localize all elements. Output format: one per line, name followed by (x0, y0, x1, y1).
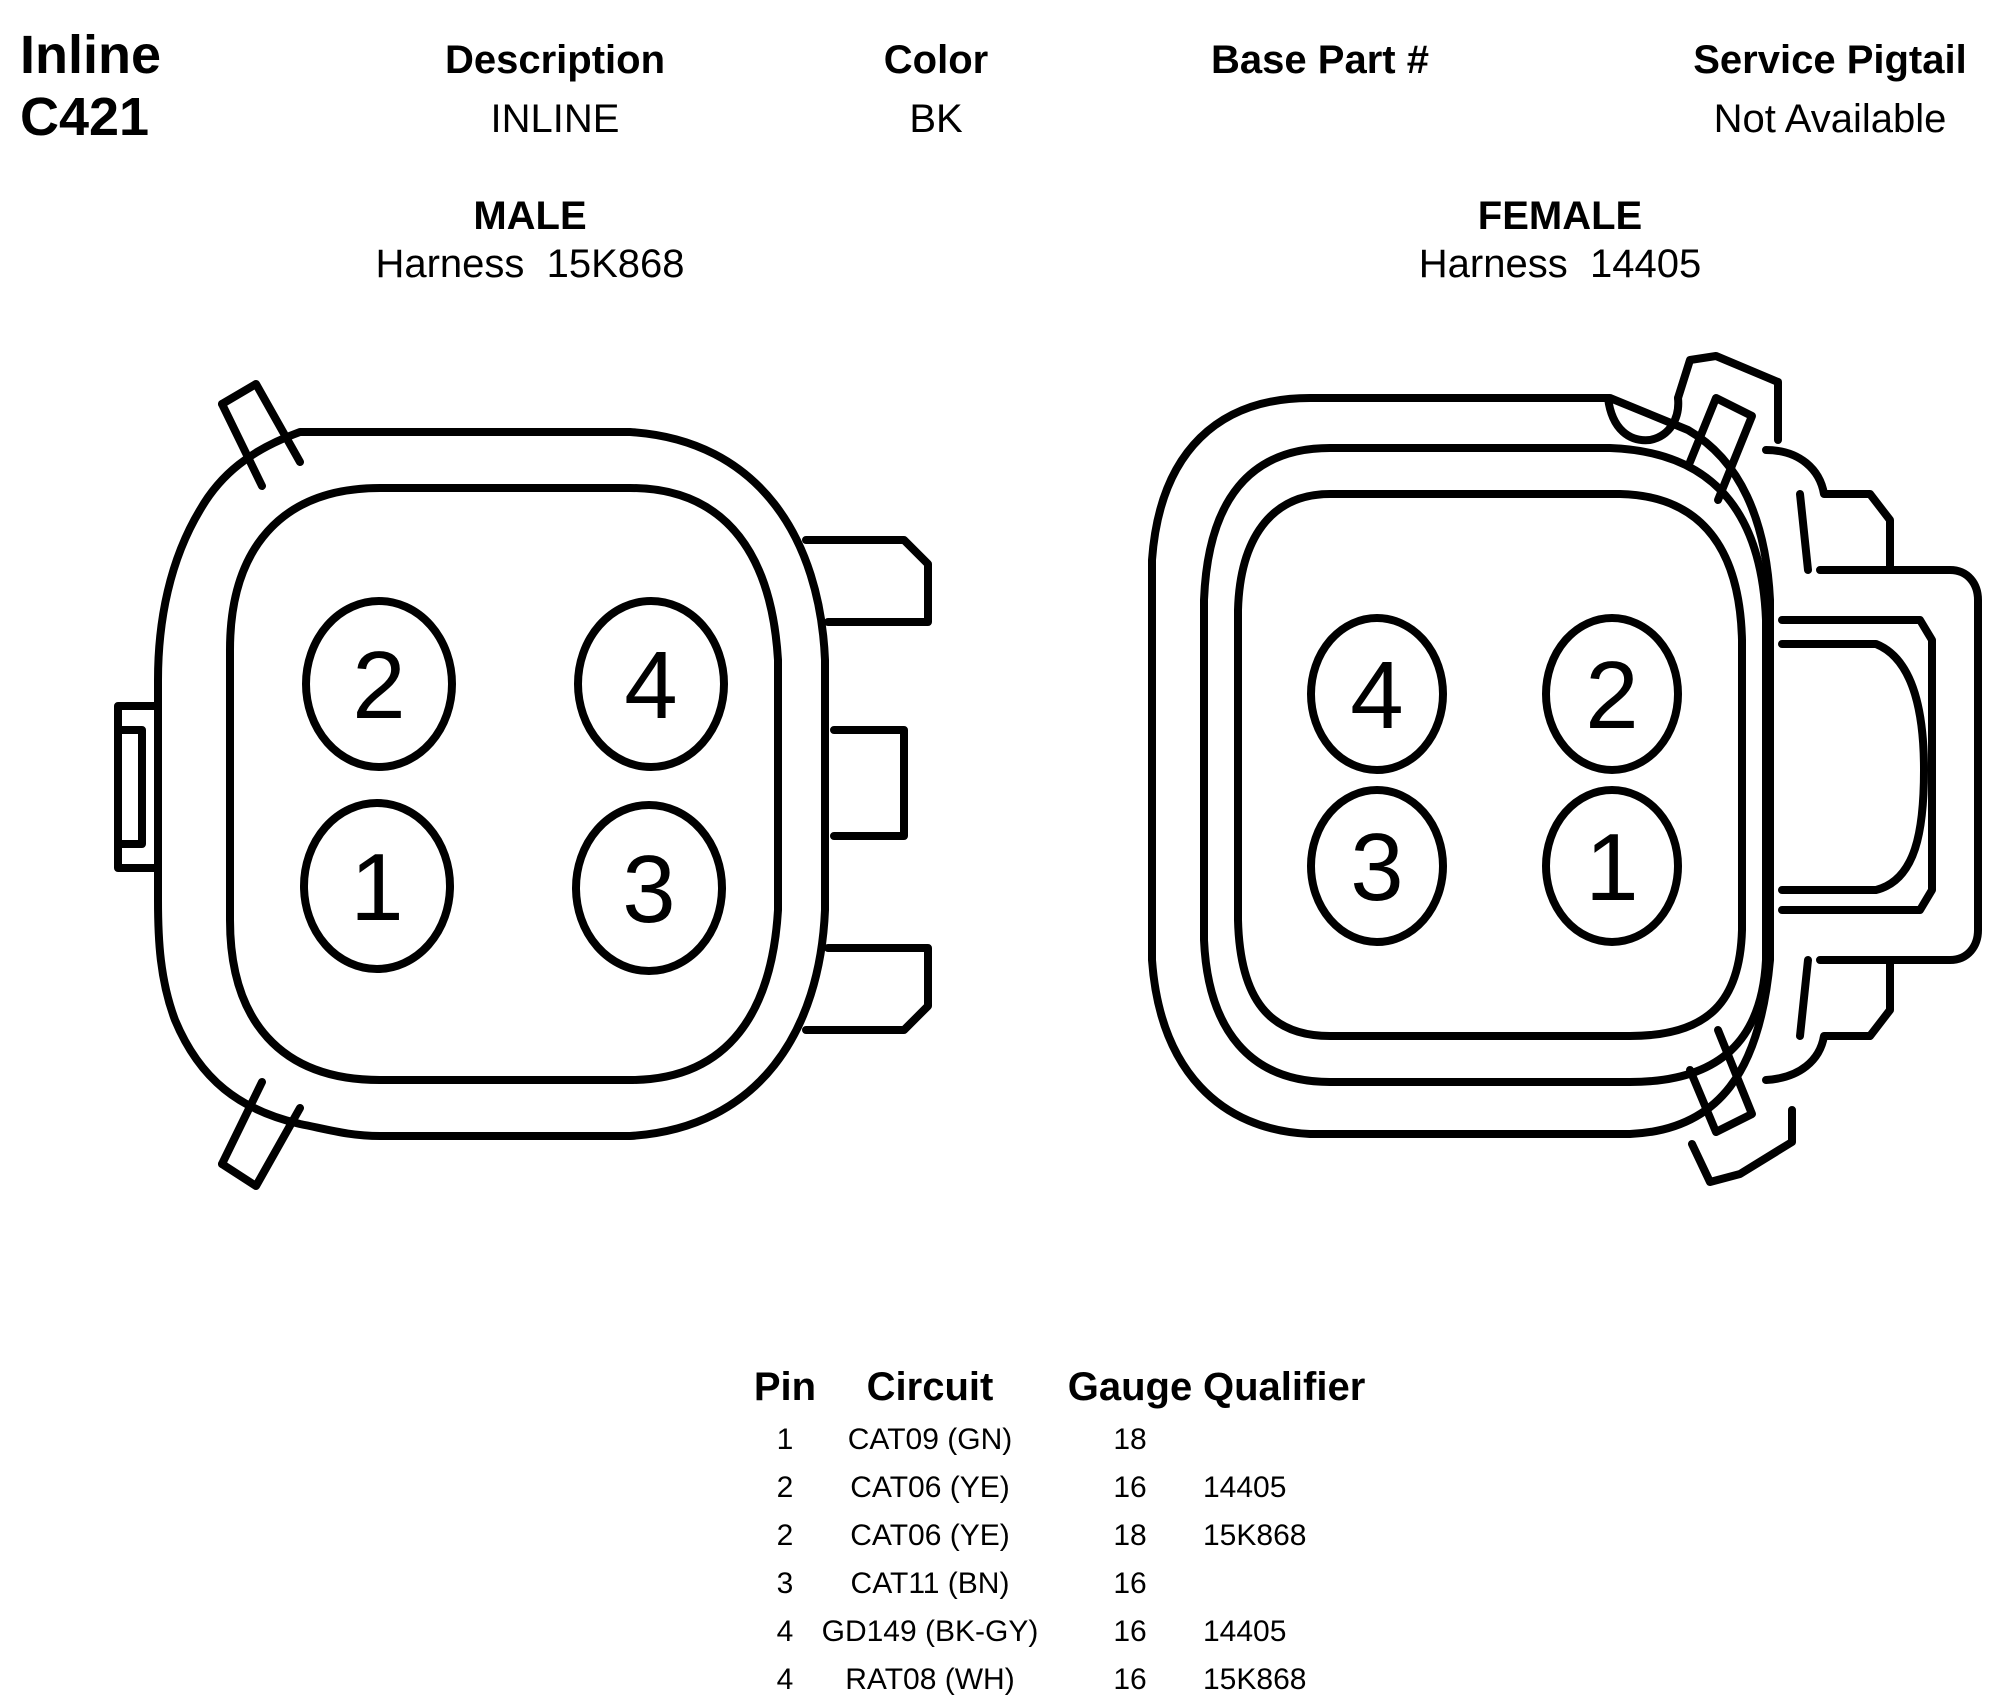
qualifier-column-header: Qualifier (1203, 1365, 1366, 1409)
connector-id-label: C421 (20, 87, 150, 147)
description-value: INLINE (490, 97, 620, 141)
color-header: Color (883, 38, 989, 82)
female-pin-label: 3 (1350, 814, 1403, 921)
circuit-cell: CAT06 (YE) (850, 1471, 1010, 1504)
circuit-cell: CAT11 (BN) (850, 1567, 1010, 1600)
pin-cell: 4 (776, 1615, 794, 1648)
gauge-cell: 18 (1113, 1423, 1147, 1456)
male-pin-label: 1 (350, 834, 403, 941)
service-pigtail-value: Not Available (1713, 97, 1947, 141)
female-harness: Harness 14405 (1360, 242, 1760, 287)
male-pin-label: 3 (622, 836, 675, 943)
female-pin-label: 2 (1585, 642, 1638, 749)
pin-cell: 4 (776, 1663, 794, 1696)
female-pin-label: 1 (1585, 814, 1638, 921)
female-pin-3-circle (1307, 786, 1447, 946)
female-connector-body (1148, 352, 1982, 1186)
gauge-cell: 16 (1113, 1663, 1147, 1696)
circuit-cell: GD149 (BK-GY) (821, 1615, 1039, 1648)
circuit-cell: CAT09 (GN) (847, 1423, 1013, 1456)
female-pin-label: 4 (1350, 642, 1403, 749)
description-header: Description (444, 38, 666, 82)
pin-cell: 3 (776, 1567, 794, 1600)
male-title: MALE (473, 194, 587, 238)
circuit-cell: CAT06 (YE) (850, 1519, 1010, 1552)
base-part-header: Base Part # (1211, 38, 1429, 82)
female-title: FEMALE (1477, 194, 1643, 238)
gauge-cell: 16 (1113, 1567, 1147, 1600)
circuit-column-header: Circuit (866, 1365, 994, 1409)
female-pin-1-circle (1542, 786, 1682, 946)
pin-cell: 2 (776, 1471, 794, 1504)
service-pigtail-header: Service Pigtail (1693, 38, 1967, 82)
male-pin-2-circle (302, 597, 456, 771)
pin-cell: 1 (776, 1423, 794, 1456)
qualifier-cell: 15K868 (1203, 1663, 1307, 1696)
qualifier-cell: 15K868 (1203, 1519, 1307, 1552)
male-harness-number: 15K868 (546, 242, 685, 286)
male-pin-label: 4 (624, 632, 677, 739)
qualifier-cell: 14405 (1203, 1471, 1287, 1504)
male-harness-label: Harness (375, 242, 525, 286)
male-pin-label: 2 (352, 632, 405, 739)
male-pin-3-circle (572, 801, 726, 975)
color-value: BK (909, 97, 963, 141)
female-harness-label: Harness (1418, 242, 1568, 286)
pin-cell: 2 (776, 1519, 794, 1552)
female-pin-4-circle (1307, 614, 1447, 774)
qualifier-cell: 14405 (1203, 1615, 1287, 1648)
female-pin-2-circle (1542, 614, 1682, 774)
gauge-cell: 16 (1113, 1615, 1147, 1648)
male-pin-1-circle (300, 799, 454, 973)
circuit-cell: RAT08 (WH) (845, 1663, 1015, 1696)
gauge-cell: 18 (1113, 1519, 1147, 1552)
gauge-cell: 16 (1113, 1471, 1147, 1504)
gauge-column-header: Gauge (1067, 1365, 1193, 1409)
female-harness-number: 14405 (1589, 242, 1702, 286)
connector-type-label: Inline (20, 25, 162, 85)
pin-column-header: Pin (753, 1365, 817, 1409)
male-pin-4-circle (574, 597, 728, 771)
male-connector-body (114, 380, 932, 1190)
male-harness: Harness 15K868 (330, 242, 730, 287)
